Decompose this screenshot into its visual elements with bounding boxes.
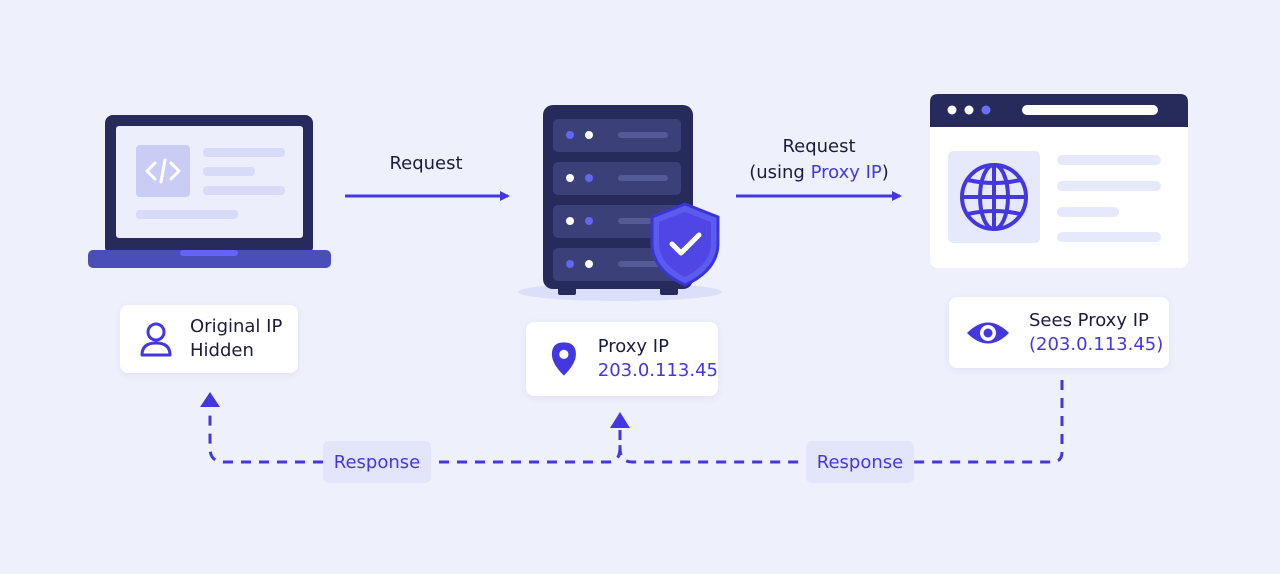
- globe-icon: [960, 163, 1028, 231]
- proxy-card-title: Proxy IP: [597, 336, 669, 357]
- request-label-2-line1: Request: [782, 136, 856, 157]
- response-path: [208, 380, 1064, 464]
- eye-icon: [967, 322, 1009, 343]
- proxy-ip-highlight: Proxy IP: [810, 162, 882, 183]
- shield-check-icon: [650, 202, 720, 287]
- user-icon: [140, 322, 172, 357]
- laptop-icon: [88, 115, 331, 268]
- response-arrowhead-client: [200, 392, 220, 407]
- response-label-right: Response: [806, 441, 914, 483]
- request-label-2: Request (using Proxy IP): [745, 134, 893, 186]
- response-arrowhead-proxy: [610, 412, 630, 428]
- client-card-subtitle: Hidden: [190, 340, 254, 361]
- request-label-2-prefix: (using: [749, 162, 811, 183]
- browser-window-icon: [930, 94, 1188, 268]
- proxy-card-address: 203.0.113.45: [597, 360, 718, 381]
- website-info-card: Sees Proxy IP (203.0.113.45): [949, 297, 1169, 368]
- code-icon: [136, 145, 190, 197]
- request-label-1: Request: [389, 153, 463, 174]
- location-pin-icon: [551, 342, 576, 376]
- request-label-2-suffix: ): [881, 162, 889, 183]
- client-card-title: Original IP: [190, 316, 283, 337]
- website-card-title: Sees Proxy IP: [1029, 309, 1149, 331]
- website-card-address: (203.0.113.45): [1029, 333, 1164, 355]
- response-label-left: Response: [323, 441, 431, 483]
- client-info-card: Original IP Hidden: [120, 305, 298, 373]
- server-icon: [518, 105, 722, 301]
- request-label-2-line2: (using Proxy IP): [745, 160, 893, 186]
- proxy-info-card: Proxy IP 203.0.113.45: [526, 322, 718, 396]
